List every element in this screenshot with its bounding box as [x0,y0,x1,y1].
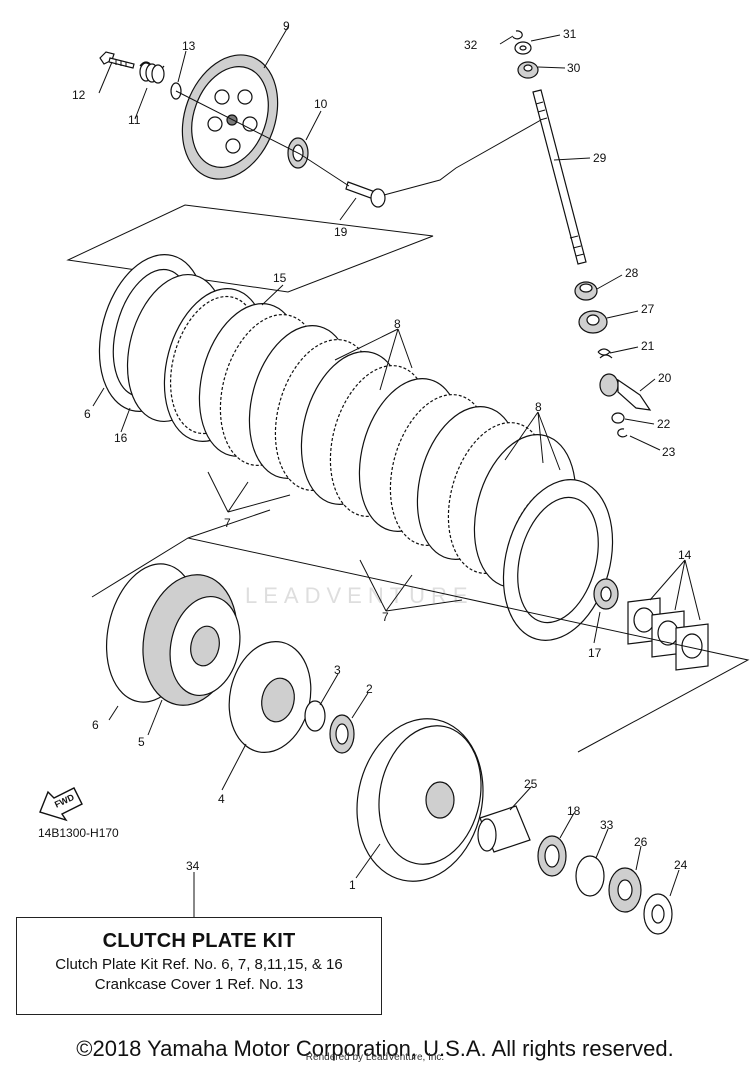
part-20-lever [599,373,652,411]
callout-16: 16 [114,431,128,445]
part-32-circlip [512,30,523,40]
callout-4: 4 [218,792,225,806]
callout-6-upper: 6 [84,407,91,421]
callout-14: 14 [678,548,692,562]
callout-24: 24 [674,858,688,872]
part-29-push-lever-shaft [532,89,587,265]
callout-25: 25 [524,777,538,791]
part-1-primary-driven-gear [356,718,484,882]
callout-9: 9 [283,19,290,33]
callout-33: 33 [600,818,614,832]
callout-31: 31 [563,27,577,41]
callout-labels: 1 2 3 4 5 6 6 7 7 8 8 9 10 11 12 13 14 1… [72,19,692,892]
part-14-lock-washers [627,597,709,671]
callout-1: 1 [349,878,356,892]
leader-lines [92,26,701,918]
part-9-pressure-plate [181,54,279,180]
callout-34: 34 [186,859,200,873]
callout-2: 2 [366,682,373,696]
part-18-needle-bearing [537,835,567,877]
rendered-by-notice: Rendered by LeadVenture, Inc. [305,1052,445,1063]
callout-18: 18 [567,804,581,818]
callout-26: 26 [634,835,648,849]
callout-13: 13 [182,39,196,53]
callout-11: 11 [128,113,141,127]
part-33-o-ring [575,855,605,897]
callout-10: 10 [314,97,328,111]
part-17-nut [593,578,619,610]
callout-28: 28 [625,266,639,280]
part-3-washer [304,700,326,732]
callout-32: 32 [464,38,478,52]
callout-3: 3 [334,663,341,677]
copyright-notice: ©2018 Yamaha Motor Corporation, U.S.A. A… [76,1036,674,1061]
callout-29: 29 [593,151,607,165]
callout-6-lower: 6 [92,718,99,732]
callout-30: 30 [567,61,581,75]
callout-27: 27 [641,302,655,316]
part-11-clutch-spring [139,61,165,84]
callout-17: 17 [588,646,602,660]
clutch-plate-stack [98,254,614,641]
reference-code: 14B1300-H170 [38,826,119,840]
part-22-washer [611,412,625,424]
part-2-thrust-plate [329,714,355,754]
part-19-push-rod [345,181,386,208]
part-26-gear [608,867,642,913]
part-24-washer [643,893,673,935]
part-28-bearing [574,281,598,301]
watermark-text: LEADVENTURE [245,583,474,608]
part-27-oil-seal [578,310,608,334]
callout-12: 12 [72,88,86,102]
kit-line-1: Clutch Plate Kit Ref. No. 6, 7, 8,11,15,… [55,956,343,973]
part-31-washer [514,41,532,55]
fwd-arrow-icon: FWD [39,787,83,822]
part-4-pressure-hub [228,640,312,754]
callout-20: 20 [658,371,672,385]
clutch-plate-kit-box: CLUTCH PLATE KIT Clutch Plate Kit Ref. N… [16,917,382,1015]
part-25-collar [477,805,531,853]
callout-5: 5 [138,735,145,749]
part-5-clutch-boss [142,574,241,706]
callout-23: 23 [662,445,676,459]
part-30-nut [517,61,539,79]
callout-7-lower: 7 [382,610,389,624]
part-21-spring [597,348,613,359]
kit-title: CLUTCH PLATE KIT [102,930,296,952]
callout-7-upper: 7 [224,516,231,530]
callout-21: 21 [641,339,655,353]
kit-line-2: Crankcase Cover 1 Ref. No. 13 [94,976,304,993]
part-23-circlip [617,428,628,438]
callout-19: 19 [334,225,348,239]
part-12-bolt [99,51,135,69]
callout-15: 15 [273,271,287,285]
callout-22: 22 [657,417,671,431]
callout-8-right: 8 [535,400,542,414]
callout-8-left: 8 [394,317,401,331]
